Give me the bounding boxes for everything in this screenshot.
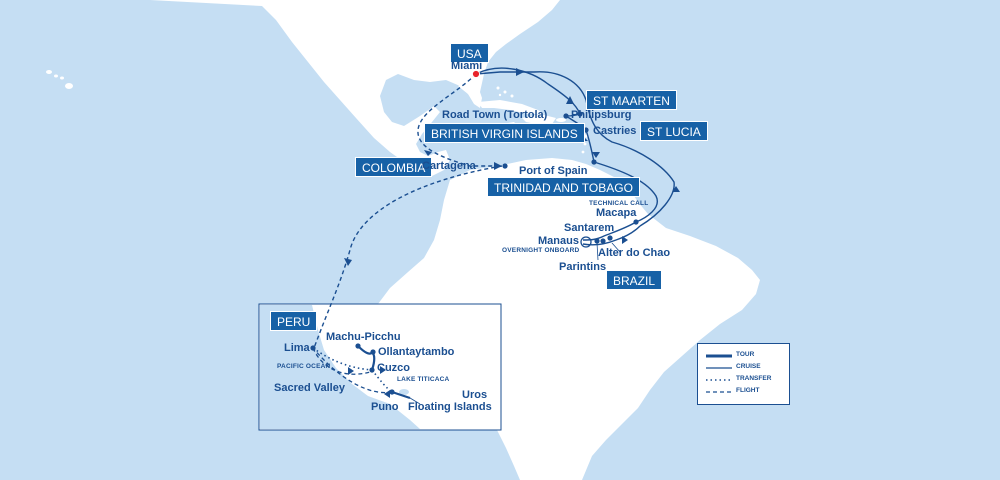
place-label-sacred-valley: Sacred Valley	[274, 382, 345, 394]
place-label-puno: Puno	[371, 401, 399, 413]
route-cruise-amazon-upriver	[582, 221, 637, 241]
inset-arrows	[348, 366, 390, 398]
note-technical-call: TECHNICAL CALL	[589, 200, 649, 207]
florida-peninsula	[458, 82, 482, 108]
place-label-machu-picchu: Machu-Picchu	[326, 331, 401, 343]
route-arrows	[344, 68, 680, 266]
place-label-manaus: Manaus	[538, 235, 579, 247]
cuba	[478, 100, 544, 114]
parintins-leader	[596, 242, 599, 261]
route-transfer-lima-sacred-valley	[312, 347, 373, 371]
place-label-cuzco: Cuzco	[377, 362, 410, 374]
route-flight-cartagena-lima	[313, 165, 503, 349]
place-label-philipsburg: Philipsburg	[571, 109, 632, 121]
country-badge-st-maarten: ST MAARTEN	[586, 90, 677, 110]
note-lake-titicaca: LAKE TITICACA	[397, 376, 450, 383]
legend-label-flight: FLIGHT	[736, 387, 760, 394]
legend-label-cruise: CRUISE	[736, 363, 761, 370]
place-label-lima: Lima	[284, 342, 310, 354]
legend-swatch-cruise	[706, 367, 732, 369]
place-label-macapa: Macapa	[596, 207, 637, 219]
legend-label-tour: TOUR	[736, 351, 755, 358]
country-badge-st-lucia: ST LUCIA	[640, 121, 708, 141]
place-label-santarem: Santarem	[564, 222, 615, 234]
hispaniola	[522, 114, 556, 124]
port-markers	[310, 111, 639, 395]
route-cruise-amazon-downriver	[582, 225, 641, 246]
country-badge-british-virgin-islands: BRITISH VIRGIN ISLANDS	[424, 123, 585, 143]
uros-leader-line	[409, 397, 421, 405]
miami-start-marker	[471, 69, 481, 79]
country-badge-brazil: BRAZIL	[606, 270, 663, 290]
place-label-floating-islands: Floating Islands	[408, 401, 492, 413]
puerto-rico	[556, 118, 566, 122]
legend-swatch-transfer	[706, 379, 732, 381]
hawaii-islands	[46, 70, 73, 89]
manaus-loop	[580, 236, 592, 248]
map-legend: TOUR CRUISE TRANSFER FLIGHT	[697, 343, 790, 405]
country-badge-colombia: COLOMBIA	[355, 157, 433, 177]
place-label-parintins: Parintins	[559, 261, 607, 273]
legend-swatch-tour	[706, 354, 732, 358]
place-label-ollantaytambo: Ollantaytambo	[378, 346, 455, 358]
note-overnight-onboard: OVERNIGHT ONBOARD	[502, 247, 580, 254]
alter-do-chao-leader	[611, 242, 621, 253]
place-label-port-of-spain: Port of Spain	[519, 165, 588, 177]
country-badge-usa: USA	[450, 43, 489, 63]
route-cruise-miami-philipsburg	[475, 67, 581, 115]
lake-titicaca	[399, 389, 409, 395]
legend-swatch-flight	[706, 391, 732, 393]
country-badge-trinidad-and-tobago: TRINIDAD AND TOBAGO	[487, 177, 640, 197]
place-label-alter-do-chao: Alter do Chao	[598, 247, 671, 259]
place-label-miami: Miami	[451, 60, 483, 72]
route-cruise-portofspain-macapa	[593, 161, 658, 223]
route-flight-lima-cuzco	[312, 347, 371, 375]
place-label-uros: Uros	[462, 389, 488, 401]
route-flight-miami-cartagena	[417, 73, 502, 167]
note-pacific-ocean: PACIFIC OCEAN	[277, 363, 331, 370]
legend-label-transfer: TRANSFER	[736, 375, 772, 382]
place-label-road-town: Road Town (Tortola)	[442, 109, 548, 121]
place-label-cartagena: Cartagena	[422, 160, 476, 172]
bahamas	[496, 86, 514, 98]
peru-inset-ocean	[260, 305, 420, 429]
country-badge-peru: PERU	[270, 311, 318, 331]
place-label-castries: Castries	[593, 125, 637, 137]
